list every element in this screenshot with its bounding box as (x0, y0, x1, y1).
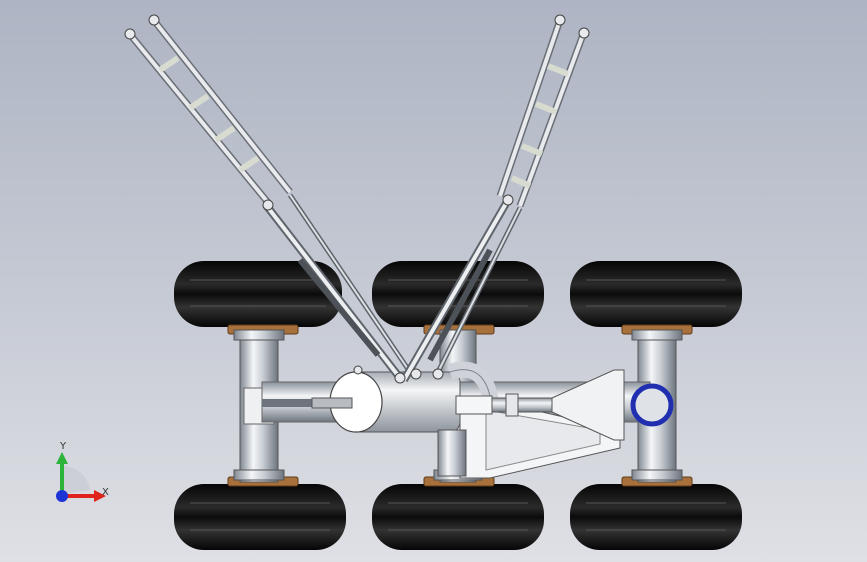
central-actuator-body[interactable] (311, 371, 461, 433)
tire-bottom-right[interactable] (570, 484, 742, 550)
y-axis-label: Y (60, 441, 67, 452)
axle-tube-left[interactable] (233, 329, 285, 483)
right-strut[interactable] (400, 197, 523, 383)
axis-arrows (56, 452, 106, 502)
z-axis-dot (56, 490, 68, 502)
right-ladder-arm[interactable] (496, 14, 590, 208)
blue-bearing-ring[interactable] (630, 383, 674, 427)
tire-top-left[interactable] (174, 261, 342, 327)
left-ladder-arm[interactable] (124, 14, 293, 208)
nozzle-cone[interactable] (455, 369, 625, 441)
joint-bolts (262, 194, 514, 384)
tire-bottom-middle[interactable] (372, 484, 544, 550)
tire-bottom-left[interactable] (174, 484, 346, 550)
steering-housing[interactable] (437, 399, 621, 479)
x-axis-label: X (102, 487, 109, 498)
left-strut[interactable] (262, 193, 413, 381)
coordinate-triad: Y X (40, 438, 120, 508)
tire-top-right[interactable] (570, 261, 742, 327)
